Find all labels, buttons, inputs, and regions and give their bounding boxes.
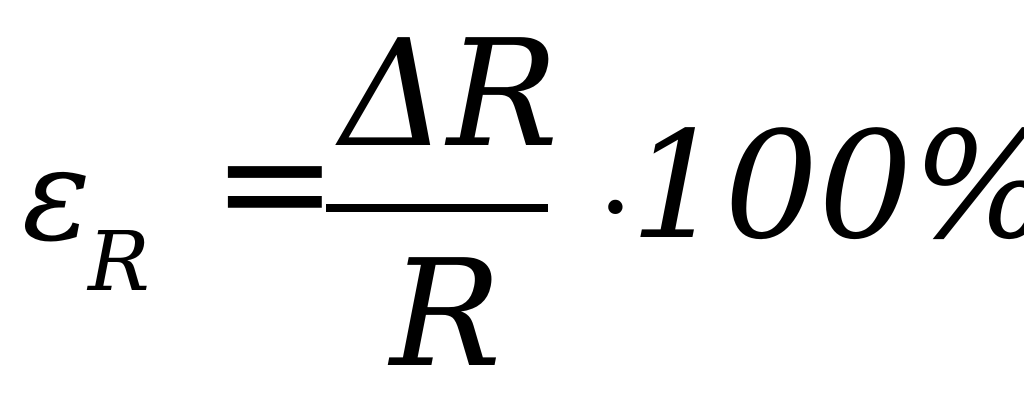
equals-sign: = (212, 96, 338, 270)
multiplication-dot: · (598, 143, 633, 271)
fraction-bar (326, 204, 548, 212)
percent-factor: 100% (630, 100, 1024, 272)
subscript-r: R (88, 215, 150, 310)
fraction-numerator: ΔR (340, 8, 559, 180)
fraction-denominator: R (390, 228, 502, 400)
epsilon-symbol: ε (22, 121, 91, 270)
